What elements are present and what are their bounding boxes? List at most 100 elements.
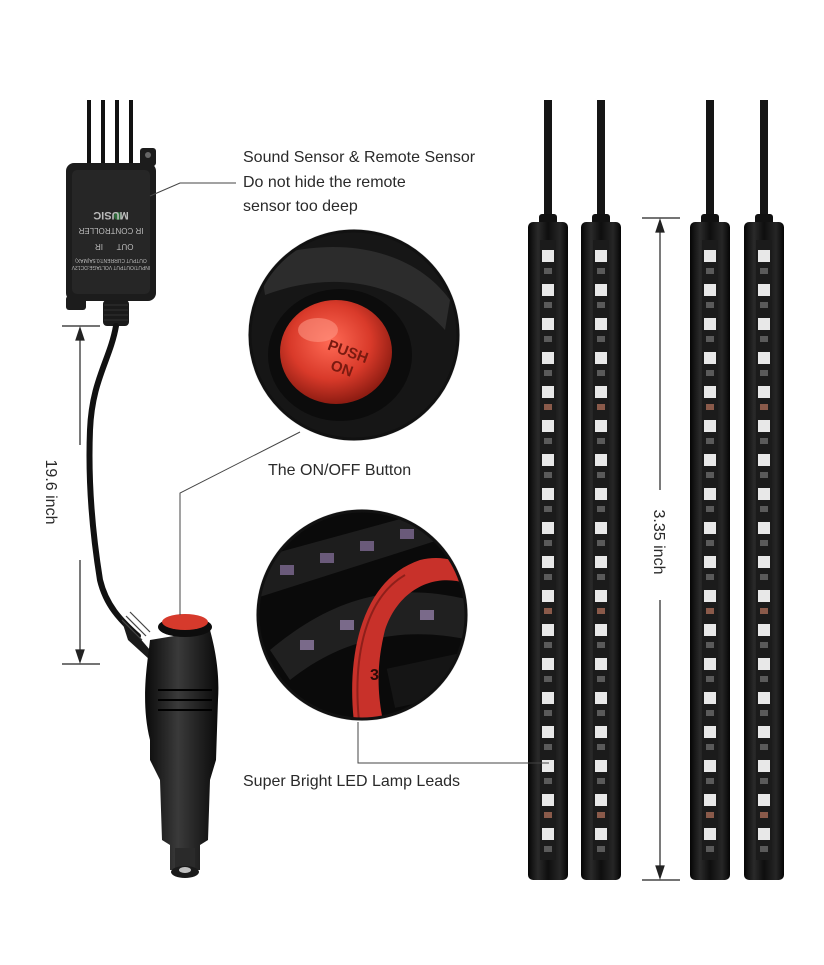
strip-wire <box>760 100 768 225</box>
resistor-chip <box>544 608 552 614</box>
controller-brand-label: MUSIC <box>93 209 129 221</box>
led-chip <box>595 590 607 602</box>
led-chip <box>542 556 554 568</box>
resistor-chip <box>544 370 552 376</box>
resistor-chip <box>544 574 552 580</box>
led-chip <box>542 828 554 840</box>
resistor-chip <box>760 676 768 682</box>
strip-length-label: 3.35 inch <box>650 509 667 575</box>
resistor-chip <box>597 336 605 342</box>
led-chip <box>704 522 716 534</box>
svg-text:OUTPUT CURRENT:0.5A(MAX): OUTPUT CURRENT:0.5A(MAX) <box>75 257 147 263</box>
resistor-chip <box>597 404 605 410</box>
resistor-chip <box>597 608 605 614</box>
resistor-chip <box>706 676 714 682</box>
resistor-chip <box>760 336 768 342</box>
led-chip <box>704 658 716 670</box>
resistor-chip <box>760 438 768 444</box>
led-chip <box>758 692 770 704</box>
controller-wires <box>87 100 133 170</box>
resistor-chip <box>544 710 552 716</box>
led-strip <box>581 100 621 880</box>
led-chip <box>758 794 770 806</box>
led-chip <box>595 318 607 330</box>
led-chip <box>758 556 770 568</box>
led-chip <box>758 658 770 670</box>
resistor-chip <box>706 778 714 784</box>
resistor-chip <box>706 438 714 444</box>
led-chip <box>758 352 770 364</box>
resistor-chip <box>706 710 714 716</box>
car-lighter-plug <box>120 611 219 878</box>
sensor-led-icon <box>114 212 122 220</box>
led-chip <box>758 250 770 262</box>
resistor-chip <box>760 608 768 614</box>
resistor-chip <box>544 336 552 342</box>
led-chip <box>758 420 770 432</box>
led-chip <box>758 590 770 602</box>
port-out-label: OUT <box>116 242 133 251</box>
resistor-chip <box>760 268 768 274</box>
led-chip <box>704 420 716 432</box>
strip-number-label: 3 <box>370 667 379 684</box>
led-chip <box>758 454 770 466</box>
resistor-chip <box>597 676 605 682</box>
strip-wire <box>544 100 552 225</box>
resistor-chip <box>597 370 605 376</box>
led-chip <box>704 828 716 840</box>
led-chip <box>704 352 716 364</box>
led-chip <box>542 420 554 432</box>
ir-controller-box: INPUT/OUTPUT VOLTAGE:DC12V OUTPUT CURREN… <box>66 148 156 310</box>
resistor-chip <box>597 268 605 274</box>
led-chip <box>595 386 607 398</box>
resistor-chip <box>597 574 605 580</box>
resistor-chip <box>544 812 552 818</box>
svg-text:INPUT/OUTPUT VOLTAGE:DC12V: INPUT/OUTPUT VOLTAGE:DC12V <box>71 264 150 270</box>
resistor-chip <box>544 268 552 274</box>
led-chip <box>542 284 554 296</box>
led-strip <box>690 100 730 880</box>
resistor-chip <box>706 370 714 376</box>
pointer-lines <box>149 182 549 764</box>
led-chip <box>542 760 554 772</box>
led-chip <box>542 522 554 534</box>
led-chip <box>595 488 607 500</box>
resistor-chip <box>544 472 552 478</box>
led-strip <box>528 100 568 880</box>
resistor-chip <box>597 472 605 478</box>
led-chip <box>595 692 607 704</box>
resistor-chip <box>544 778 552 784</box>
led-chip <box>758 284 770 296</box>
led-chip <box>758 624 770 636</box>
resistor-chip <box>544 438 552 444</box>
led-chip <box>704 590 716 602</box>
led-chip <box>595 794 607 806</box>
led-strips <box>528 100 784 880</box>
resistor-chip <box>760 812 768 818</box>
led-leads-closeup: 3 <box>256 509 468 721</box>
led-chip <box>758 386 770 398</box>
led-chip <box>595 454 607 466</box>
resistor-chip <box>544 846 552 852</box>
cable-length-label: 19.6 inch <box>42 459 59 525</box>
led-chip <box>595 522 607 534</box>
led-chip <box>542 386 554 398</box>
resistor-chip <box>597 744 605 750</box>
led-chip <box>758 318 770 330</box>
resistor-chip <box>544 404 552 410</box>
resistor-chip <box>760 642 768 648</box>
led-chip <box>704 692 716 704</box>
led-chip <box>704 250 716 262</box>
resistor-chip <box>706 574 714 580</box>
resistor-chip <box>706 744 714 750</box>
resistor-chip <box>597 642 605 648</box>
led-chip <box>704 318 716 330</box>
resistor-chip <box>597 778 605 784</box>
led-strip <box>744 100 784 880</box>
resistor-chip <box>760 302 768 308</box>
resistor-chip <box>706 642 714 648</box>
resistor-chip <box>544 302 552 308</box>
sensor-label-line3: sensor too deep <box>243 198 358 215</box>
